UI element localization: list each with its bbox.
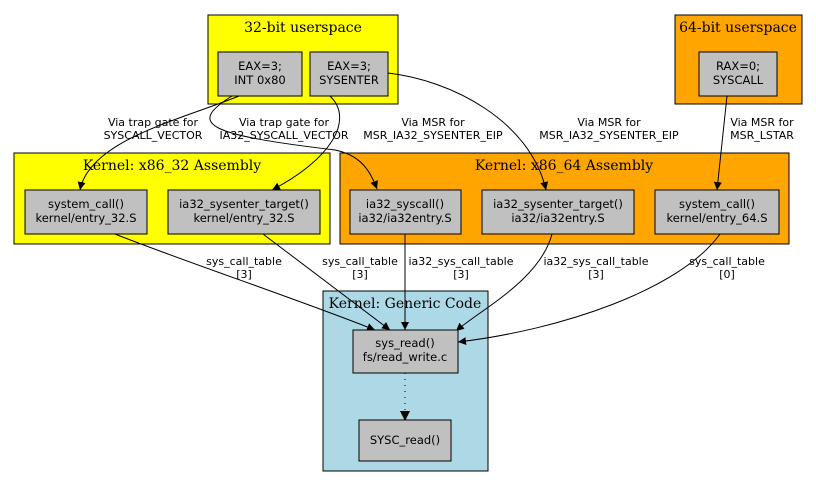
- edge-label: MSR_IA32_SYSENTER_EIP: [539, 129, 679, 142]
- edge-label: [0]: [719, 268, 735, 281]
- node-label: ia32_syscall(): [366, 197, 444, 211]
- node-label: EAX=3;: [327, 59, 371, 73]
- edge-label: [3]: [588, 268, 604, 281]
- edge-label: IA32_SYSCALL_VECTOR: [219, 129, 348, 142]
- edge-label: Via MSR for: [730, 116, 794, 129]
- edge-int80-to-system-call-32: [77, 95, 240, 191]
- node-box: [698, 51, 778, 97]
- edge-labels: Via trap gate for SYSCALL_VECTOR Via tra…: [104, 116, 795, 281]
- edge-label: Via trap gate for: [239, 116, 330, 129]
- node-label: sys_read(): [375, 336, 434, 350]
- node-label: EAX=3;: [238, 59, 282, 73]
- node-box: [349, 189, 462, 235]
- node-label: ia32_sysenter_target(): [493, 197, 623, 211]
- edges: [77, 72, 728, 421]
- cluster-title: 32-bit userspace: [244, 20, 362, 36]
- node-syscall64: RAX=0; SYSCALL: [698, 51, 778, 97]
- edge-arrowhead: [400, 411, 410, 421]
- node-box: [654, 189, 780, 235]
- node-box: [358, 419, 452, 462]
- node-label: kernel/entry_32.S: [35, 211, 136, 225]
- edge-ia32-sysenter-32-to-sys-read: [262, 233, 391, 331]
- node-int80: EAX=3; INT 0x80: [217, 51, 303, 97]
- node-label: ia32/ia32entry.S: [358, 211, 451, 225]
- node-label: INT 0x80: [234, 73, 285, 87]
- node-label: RAX=0;: [716, 59, 760, 73]
- node-sysenter: EAX=3; SYSENTER: [309, 51, 389, 97]
- edge-label: [3]: [352, 268, 368, 281]
- edge-label: [3]: [236, 268, 252, 281]
- cluster-title: 64-bit userspace: [679, 20, 797, 36]
- edge-label: MSR_LSTAR: [730, 129, 794, 142]
- edge-label: sys_call_table: [322, 255, 398, 268]
- edge-syscall-to-system-call-64: [713, 95, 728, 191]
- edge-label: sys_call_table: [206, 255, 282, 268]
- node-label: fs/read_write.c: [363, 350, 447, 364]
- node-box: [217, 51, 303, 97]
- edge-label: sys_call_table: [689, 255, 765, 268]
- edge-label: SYSCALL_VECTOR: [104, 129, 203, 142]
- node-box: [167, 189, 321, 235]
- node-label: SYSC_read(): [370, 433, 440, 447]
- edge-system-call-32-to-sys-read: [114, 233, 376, 331]
- edge-system-call-64-to-sys-read: [457, 233, 721, 346]
- edge-ia32-sysenter-64-to-sys-read: [455, 233, 553, 332]
- cluster-title: Kernel: x86_32 Assembly: [83, 158, 261, 174]
- node-label: SYSCALL: [713, 73, 764, 87]
- node-sys-read: sys_read() fs/read_write.c: [352, 329, 459, 374]
- node-label: ia32/ia32entry.S: [511, 211, 604, 225]
- edge-sysenter-to-ia32-sysenter-64: [387, 72, 549, 191]
- node-label: ia32_sysenter_target(): [179, 197, 309, 211]
- edge-int80-to-ia32-syscall: [209, 95, 378, 190]
- edge-label: Via MSR for: [577, 116, 641, 129]
- edge-label: ia32_sys_call_table: [408, 255, 513, 268]
- node-label: system_call(): [48, 197, 124, 211]
- node-label: kernel/entry_32.S: [193, 211, 294, 225]
- edge-sysenter-to-ia32-sysenter-32: [271, 95, 341, 191]
- node-box: [481, 189, 635, 235]
- edge-label: [3]: [453, 268, 469, 281]
- node-sysc-read: SYSC_read(): [358, 419, 452, 462]
- edge-label: Via trap gate for: [108, 116, 199, 129]
- node-label: system_call(): [679, 197, 755, 211]
- node-ia32-sysenter-64: ia32_sysenter_target() ia32/ia32entry.S: [481, 189, 635, 235]
- cluster-title: Kernel: x86_64 Assembly: [475, 158, 653, 174]
- node-box: [309, 51, 389, 97]
- edge-label: MSR_IA32_SYSENTER_EIP: [363, 129, 503, 142]
- node-label: kernel/entry_64.S: [666, 211, 767, 225]
- node-box: [352, 329, 459, 374]
- node-box: [24, 189, 148, 235]
- node-ia32-syscall: ia32_syscall() ia32/ia32entry.S: [349, 189, 462, 235]
- edge-label: Via MSR for: [401, 116, 465, 129]
- edge-label: ia32_sys_call_table: [543, 255, 648, 268]
- node-system-call-32: system_call() kernel/entry_32.S: [24, 189, 148, 235]
- node-system-call-64: system_call() kernel/entry_64.S: [654, 189, 780, 235]
- node-ia32-sysenter-32: ia32_sysenter_target() kernel/entry_32.S: [167, 189, 321, 235]
- node-label: SYSENTER: [319, 73, 379, 87]
